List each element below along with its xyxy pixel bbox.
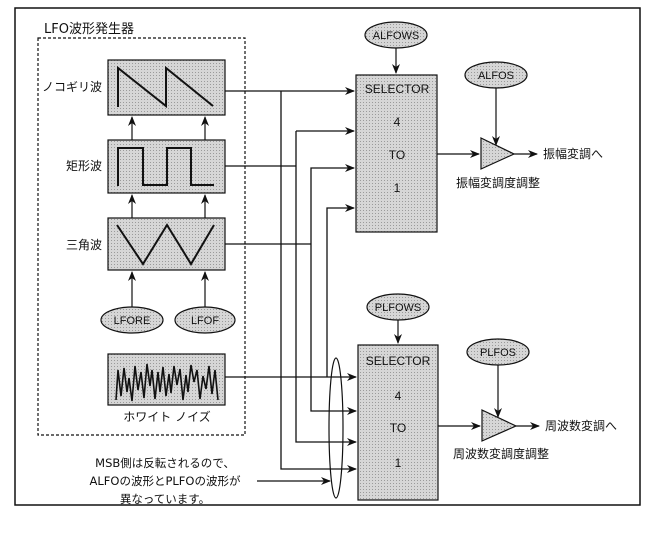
lfore-param — [100, 306, 164, 334]
plfos-label: PLFOS — [480, 347, 516, 359]
square-label: 矩形波 — [66, 159, 102, 173]
selector2-n-inputs: 4 — [395, 389, 402, 403]
signal-routing — [225, 87, 357, 485]
lfore-label: LFORE — [114, 315, 151, 327]
sawtooth-label: ノコギリ波 — [42, 80, 102, 94]
white-noise-label: ホワイト ノイズ — [123, 409, 210, 424]
selector2-title: SELECTOR — [366, 354, 431, 368]
plfows-label: PLFOWS — [375, 302, 421, 314]
sawtooth-wave-icon — [117, 65, 214, 109]
lfo-group-title: LFO波形発生器 — [44, 22, 134, 37]
amp2-triangle-icon — [481, 409, 518, 442]
triangle-wave-icon — [116, 223, 215, 266]
selector1-title: SELECTOR — [365, 82, 430, 96]
lfof-label: LFOF — [191, 315, 219, 327]
wire-triangle-to-selector1 — [310, 164, 355, 244]
selector2-to: TO — [390, 421, 406, 435]
square-wave-icon — [117, 147, 214, 186]
wire-sawtooth-to-selector2 — [280, 91, 357, 473]
alfows-label: ALFOWS — [373, 30, 419, 42]
msb-inversion-highlight — [328, 357, 344, 499]
amp1-triangle-icon — [480, 137, 516, 170]
note-line-3: 異なっています。 — [120, 492, 210, 506]
selector1-n-inputs: 4 — [394, 115, 401, 129]
lfo-group-boundary — [37, 37, 246, 436]
white-noise-box — [107, 353, 226, 406]
triangle-label: 三角波 — [66, 238, 102, 252]
amp2-label: 周波数変調度調整 — [453, 446, 549, 461]
wire-noise-to-selector1 — [326, 204, 355, 377]
outer-frame — [14, 7, 641, 506]
lfof-param — [174, 306, 236, 334]
selector1-to: TO — [389, 148, 405, 162]
amp1-output-label: 振幅変調へ — [543, 146, 603, 161]
white-noise-wave-icon — [115, 363, 219, 402]
selector2-box — [357, 344, 439, 501]
selector1-box — [355, 74, 438, 233]
amp2-output-label: 周波数変調へ — [545, 418, 617, 433]
alfos-label: ALFOS — [478, 70, 514, 82]
selector2-n-outputs: 1 — [395, 456, 402, 470]
amp1-label: 振幅変調度調整 — [456, 175, 540, 190]
note-line-1: MSB側は反転されるので、 — [95, 456, 235, 470]
selector1-n-outputs: 1 — [394, 181, 401, 195]
note-line-2: ALFOの波形とPLFOの波形が — [90, 474, 241, 488]
wire-square-vertical — [295, 131, 357, 446]
wire-triangle-to-selector2 — [310, 244, 357, 415]
